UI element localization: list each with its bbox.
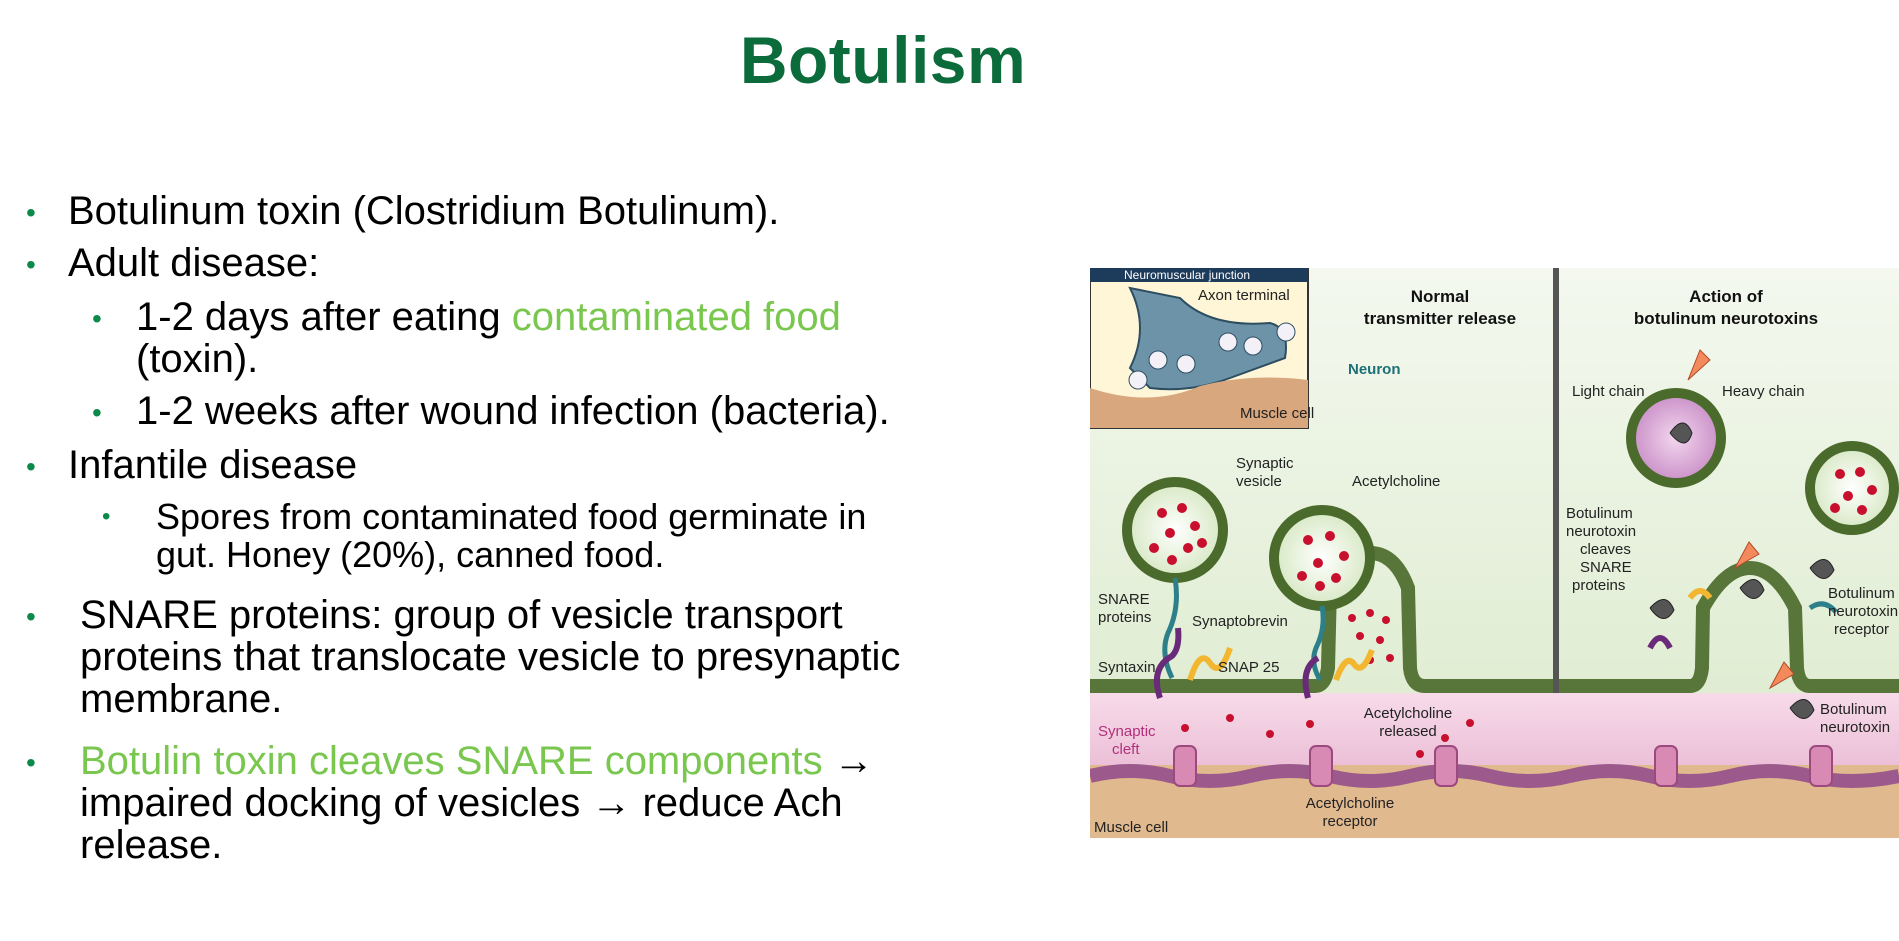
vesicle-middle [1269,505,1375,611]
heavy-chain-label: Heavy chain [1722,383,1805,400]
axon-terminal-label: Axon terminal [1198,287,1290,304]
syntaxin-strand [1154,627,1182,699]
vesicle-left [1122,477,1228,583]
bullet-text: 1-2 weeks after wound infection (bacteri… [136,389,890,433]
highlight-text: contaminated food [511,295,841,339]
bullet-dot: • [26,601,36,632]
bullet-text: Botulin toxin cleaves SNARE components → [80,740,874,782]
bullet-dot: • [102,503,111,530]
inset-muscle-label: Muscle cell [1240,405,1314,422]
action-title-1: Action of [1689,287,1763,306]
synaptic-vesicle-label-2: vesicle [1236,473,1282,490]
neuron-label: Neuron [1348,361,1401,378]
botulinum-mechanism-figure: Neuromuscular junction Axon terminal Mus… [1090,268,1899,838]
bullet-dot: • [92,397,102,428]
ach-receptor-label-1: Acetylcholine [1306,795,1394,812]
synaptic-cleft [1090,693,1899,765]
light-chain-label: Light chain [1572,383,1645,400]
bullet-text-continued: (toxin). [136,337,259,381]
bont-label-2: neurotoxin [1820,719,1890,736]
acetylcholine-label: Acetylcholine [1352,473,1440,490]
inset-title: Neuromuscular junction [1124,268,1250,282]
bullet-text: 1-2 days after eating contaminated food [136,295,841,339]
bullet-dot: • [26,249,36,280]
panel-divider [1553,268,1559,838]
vesicle-toxin [1626,349,1726,488]
arrow-glyph: → [580,781,643,825]
bont-receptor-3: receptor [1834,621,1889,638]
bullet-text: Spores from contaminated food germinate … [156,496,867,537]
bont-receptor-2: neurotoxin [1828,603,1898,620]
synaptobrevin-label: Synaptobrevin [1192,613,1288,630]
snare-label-1: SNARE [1098,591,1150,608]
bullet-text: Infantile disease [68,443,358,487]
bullet-text: Adult disease: [68,241,320,285]
snap25-strand-2 [1333,648,1375,682]
normal-title-1: Normal [1411,287,1470,306]
snap25-label: SNAP 25 [1218,659,1279,676]
bullet-dot: • [26,747,36,778]
figure-svg: Neuromuscular junction Axon terminal Mus… [1090,268,1899,838]
presynaptic-membrane-2 [1559,560,1899,693]
bullet-text-continued: impaired docking of vesicles → reduce Ac… [80,781,843,825]
synaptic-cleft-label-1: Synaptic [1098,723,1156,740]
bullet-text: SNARE proteins: group of vesicle transpo… [80,593,843,637]
snare-label-2: proteins [1098,609,1151,626]
synaptic-vesicle-label-1: Synaptic [1236,455,1294,472]
synaptobrevin-strand-2 [1311,605,1326,682]
bullet-text-continued: release. [80,823,223,867]
action-title-2: botulinum neurotoxins [1634,309,1818,328]
normal-title-2: transmitter release [1364,309,1516,328]
ach-released-label-2: released [1379,723,1437,740]
highlight-text: Botulin toxin cleaves SNARE components [80,739,823,783]
axon-terminal-shape [1128,286,1287,391]
bont-cleaves-5: proteins [1572,577,1625,594]
synaptobrevin-strand [1162,577,1179,680]
bullet-dot: • [26,451,36,482]
bullet-dot: • [92,303,102,334]
ach-released-label-1: Acetylcholine [1364,705,1452,722]
ach-receptors [1173,745,1833,787]
bullet-text-continued: proteins that translocate vesicle to pre… [80,635,901,679]
ach-receptor-label-2: receptor [1322,813,1377,830]
inset-muscle [1090,377,1308,428]
syntaxin-label: Syntaxin [1098,659,1156,676]
toxin-fragments [1647,541,1838,719]
inset-vesicles [1128,322,1296,390]
arrow-glyph: → [822,739,874,783]
synaptic-cleft-label-2: cleft [1112,741,1140,758]
slide-title: Botulism [739,23,1027,97]
bont-receptor-1: Botulinum [1828,585,1895,602]
bullet-text-continued: gut. Honey (20%), canned food. [156,534,665,575]
inset-header [1090,268,1308,282]
muscle-membrane [1090,764,1899,788]
muscle-cell-label: Muscle cell [1094,819,1168,836]
bullet-text-continued: membrane. [80,677,283,721]
bont-cleaves-3: cleaves [1580,541,1631,558]
bont-cleaves-2: neurotoxin [1566,523,1636,540]
snap25-strand [1187,647,1233,681]
bullet-text: Botulinum toxin (Clostridium Botulinum). [68,189,780,233]
bont-label-1: Botulinum [1820,701,1887,718]
bont-cleaves-4: SNARE [1580,559,1632,576]
vesicle-right [1805,441,1899,535]
bont-cleaves-1: Botulinum [1566,505,1633,522]
syntaxin-strand-2 [1302,655,1320,699]
bullet-dot: • [26,197,36,228]
